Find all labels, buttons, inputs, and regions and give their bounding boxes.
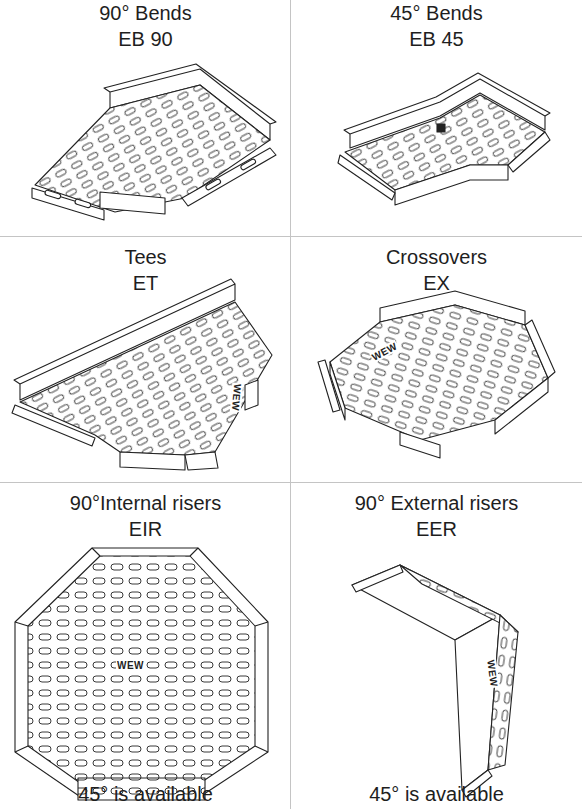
- slot: [205, 178, 221, 190]
- fishplate: [318, 360, 340, 412]
- fishplate: [525, 320, 555, 378]
- tee-tray: [12, 279, 272, 470]
- fishplate: [338, 155, 395, 200]
- bend-90-tray: [32, 64, 276, 220]
- catalog-cell: 90° External risersEER 45° is available: [291, 483, 582, 809]
- side-wall: [120, 452, 185, 470]
- crossover-tray: [318, 291, 555, 458]
- tray-floor: [488, 615, 518, 770]
- fitting-title: Tees: [124, 244, 166, 270]
- fishplate: [182, 148, 276, 206]
- tray-floor: [28, 556, 255, 790]
- brand-mark: WEW: [116, 660, 145, 671]
- side-wall: [100, 192, 165, 214]
- catalog-cell: 45° BendsEB 45: [291, 0, 582, 237]
- brand-mark: WEW: [485, 658, 500, 688]
- product-code: EER: [416, 516, 457, 542]
- product-code: EB 90: [118, 26, 172, 52]
- catalog-cell: 90°Internal risersEIR 45° is available: [0, 483, 291, 809]
- catalog-cell: TeesET: [0, 237, 291, 483]
- product-code: EB 45: [409, 26, 463, 52]
- internal-riser-tray: [15, 548, 268, 800]
- product-code: EIR: [129, 516, 162, 542]
- grid-line: [0, 236, 582, 237]
- brand-mark: WEW: [230, 383, 243, 413]
- slot: [44, 190, 61, 199]
- product-code: ET: [133, 270, 159, 296]
- fitting-title: Crossovers: [386, 244, 487, 270]
- fishplate: [12, 405, 95, 446]
- fitting-title: 90°Internal risers: [70, 490, 221, 516]
- catalog-cell: CrossoversEX: [291, 237, 582, 483]
- availability-note: 45° is available: [78, 781, 213, 809]
- fitting-title: 90° Bends: [99, 0, 192, 26]
- bend-45-tray: [338, 73, 550, 205]
- fishplate: [508, 132, 550, 172]
- fishplate: [185, 452, 218, 470]
- product-code: EX: [423, 270, 450, 296]
- availability-note: 45° is available: [369, 781, 504, 809]
- fitting-title: 45° Bends: [390, 0, 483, 26]
- side-wall: [245, 380, 258, 410]
- slot: [74, 199, 91, 208]
- slot: [240, 158, 256, 170]
- external-riser-tray: [352, 565, 518, 797]
- grid-line: [290, 0, 291, 809]
- side-wall: [395, 165, 508, 205]
- fishplate: [32, 188, 104, 220]
- brand-mark: WEW: [369, 340, 400, 363]
- tray-floor: [35, 85, 270, 212]
- side-wall: [15, 548, 268, 798]
- fitting-title: 90° External risers: [355, 490, 519, 516]
- fold-line: [15, 548, 268, 752]
- side-wall: [495, 378, 548, 434]
- side-wall: [400, 432, 440, 458]
- fishplate: [352, 565, 403, 592]
- catalog-cell: 90° BendsEB 90: [0, 0, 291, 237]
- logo-mark: [437, 124, 445, 132]
- grid-line: [0, 482, 582, 483]
- tray-floor: [330, 305, 548, 440]
